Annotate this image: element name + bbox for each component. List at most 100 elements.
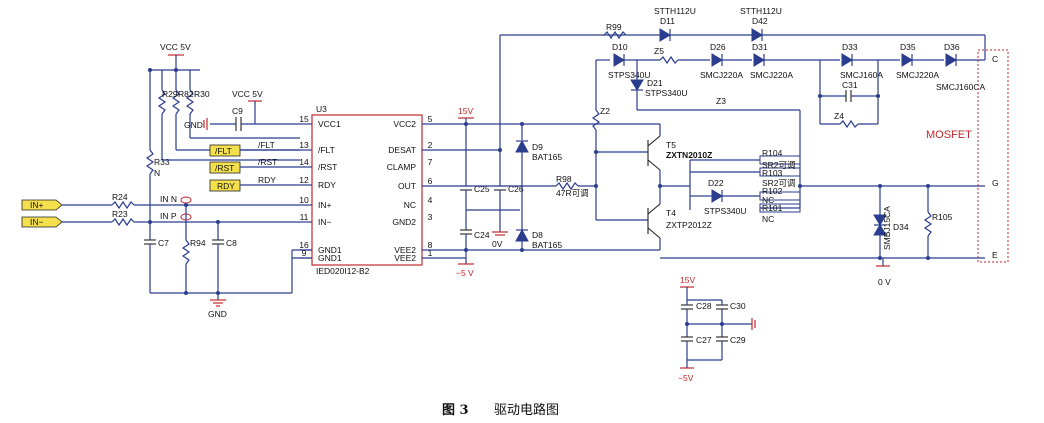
transistor-t4-collector [647, 227, 661, 239]
in-n-label: IN N [160, 194, 177, 204]
junction [876, 94, 880, 98]
diode-d31 [753, 53, 765, 67]
g-pin-label: G [992, 178, 999, 188]
resistor-r99 [603, 30, 627, 40]
ic-pin-number: 1 [428, 248, 433, 258]
diode-d8 [515, 228, 529, 242]
diode-d42 [751, 28, 763, 42]
ic-pin-number: 11 [300, 212, 309, 222]
transistor-t4-emitter [647, 203, 661, 215]
flt-port-label: /FLT [215, 146, 232, 156]
junction [594, 184, 598, 188]
vcc5v-label-a: VCC 5V [160, 42, 191, 52]
r101-label: R101 [762, 203, 783, 213]
junction [658, 184, 662, 188]
ic-pin-number: 2 [428, 140, 433, 150]
junction [216, 220, 220, 224]
ic-pin-number: 3 [428, 212, 433, 222]
junction [798, 184, 802, 188]
resistor-r23 [111, 217, 135, 227]
z4-label: Z4 [834, 111, 844, 121]
c24-label: C24 [474, 230, 490, 240]
ic-pin-name: IN− [318, 217, 332, 227]
ic-pin-number: 7 [428, 157, 433, 167]
ic-pin-number: 12 [299, 175, 309, 185]
nc-b-label: NC [762, 214, 774, 224]
zxtp-label: ZXTP2012Z [666, 220, 712, 230]
junction [926, 184, 930, 188]
d35-label: D35 [900, 42, 916, 52]
d21-label: D21 [647, 78, 663, 88]
d36-label: D36 [944, 42, 960, 52]
diode-d9 [515, 139, 529, 153]
mosfet-block [977, 49, 1009, 263]
resistor-r105 [923, 211, 933, 237]
v15-label: 15V [458, 106, 473, 116]
ov-right-label: 0 V [878, 277, 891, 287]
ic-pin-number: 5 [428, 114, 433, 124]
nc-a-label: NC [762, 195, 774, 205]
c7-label: C7 [158, 238, 169, 248]
junction [464, 122, 468, 126]
n-label: N [154, 168, 160, 178]
diode-d34 [873, 214, 887, 226]
rst-port-label: /RST [215, 163, 234, 173]
d34-label: D34 [893, 222, 909, 232]
c30-label: C30 [730, 301, 746, 311]
zener-z4 [839, 119, 859, 129]
ic-pin-name: CLAMP [387, 162, 417, 172]
c31-label: C31 [842, 80, 858, 90]
ic-pin-name: /RST [318, 162, 337, 172]
r82-label: R82 [178, 89, 194, 99]
ic-pin-name: OUT [398, 181, 416, 191]
junction [148, 220, 152, 224]
ic-pin-number: 8 [428, 240, 433, 250]
stth112u-b-label: STTH112U [740, 6, 782, 16]
smcj160ca-label: SMCJ160CA [936, 82, 985, 92]
diode-d36 [945, 53, 957, 67]
r105-label: R105 [932, 212, 953, 222]
d22-label: D22 [708, 178, 724, 188]
junction [520, 248, 524, 252]
ic-pin-name: IN+ [318, 200, 332, 210]
junction [720, 322, 724, 326]
r23-label: R23 [112, 209, 128, 219]
diode-d22 [711, 189, 723, 203]
ic-pin-name: VCC1 [318, 119, 341, 129]
r102-label: R102 [762, 186, 783, 196]
junction [148, 68, 152, 72]
vm5-label: −5 V [456, 268, 474, 278]
junction [594, 150, 598, 154]
junction [818, 94, 822, 98]
bat165-a-label: BAT165 [532, 152, 562, 162]
r33-label: R33 [154, 157, 170, 167]
r29-label: R29 [162, 89, 178, 99]
mosfet-label: MOSFET [926, 129, 972, 141]
ic-pin-number: 6 [428, 176, 433, 186]
diode-d10 [613, 53, 625, 67]
ic-pin-number: 16 [299, 240, 309, 250]
junction [184, 203, 188, 207]
net-flag-in-n [180, 196, 192, 204]
c-pin-label: C [992, 54, 998, 64]
r94-label: R94 [190, 238, 206, 248]
resistor-r29 [157, 70, 167, 160]
rdy-port-label: RDY [217, 181, 235, 191]
figure-number: 图 3 [442, 403, 469, 418]
stps340u-c-label: STPS340U [704, 206, 747, 216]
stth112u-a-label: STTH112U [654, 6, 696, 16]
z3-label: Z3 [716, 96, 726, 106]
ic-pin-name: DESAT [388, 145, 416, 155]
flt-net-label: /FLT [258, 140, 275, 150]
d31-label: D31 [752, 42, 768, 52]
ic-pin-name: GND1 [318, 245, 342, 255]
rst-net-label: /RST [258, 157, 277, 167]
ic-pin-number: 4 [428, 195, 433, 205]
diode-d21 [630, 79, 644, 91]
r98-label: R98 [556, 174, 572, 184]
ic-pin-number: 10 [299, 195, 309, 205]
ic-pin-name: /FLT [318, 145, 335, 155]
in-plus-port [21, 199, 63, 211]
r104-label: R104 [762, 148, 783, 158]
stps340u-a-label: STPS340U [608, 70, 651, 80]
